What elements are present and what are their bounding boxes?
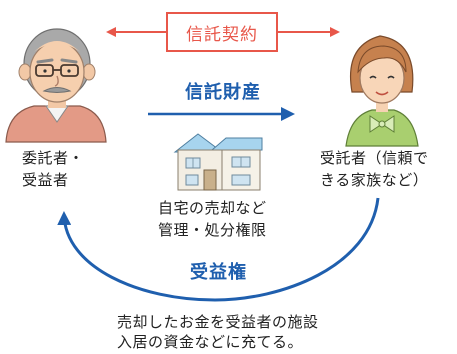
trust-contract-label: 信託契約 [186, 24, 258, 45]
trust-property-label: 信託財産 [185, 82, 261, 103]
trustee-label-line2: きる家族など） [320, 171, 429, 189]
trust-contract-box: 信託契約 [166, 12, 278, 52]
settlor-label-line1: 委託者・ [22, 149, 85, 167]
house-icon [173, 133, 263, 191]
house-label-line2: 管理・処分権限 [158, 221, 267, 239]
trustee-label-line1: 受託者（信頼で [320, 149, 429, 167]
woman-icon [345, 35, 419, 147]
beneficial-interest-label: 受益権 [190, 262, 247, 283]
beneficial-interest-arrow [57, 197, 380, 302]
footer-line2: 入居の資金などに充てる。 [117, 333, 304, 351]
settlor-label-line2: 受益者 [22, 171, 69, 189]
elderly-man-icon [5, 28, 107, 143]
footer-line1: 売却したお金を受益者の施設 [117, 313, 319, 331]
house-label-line1: 自宅の売却など [158, 199, 267, 217]
